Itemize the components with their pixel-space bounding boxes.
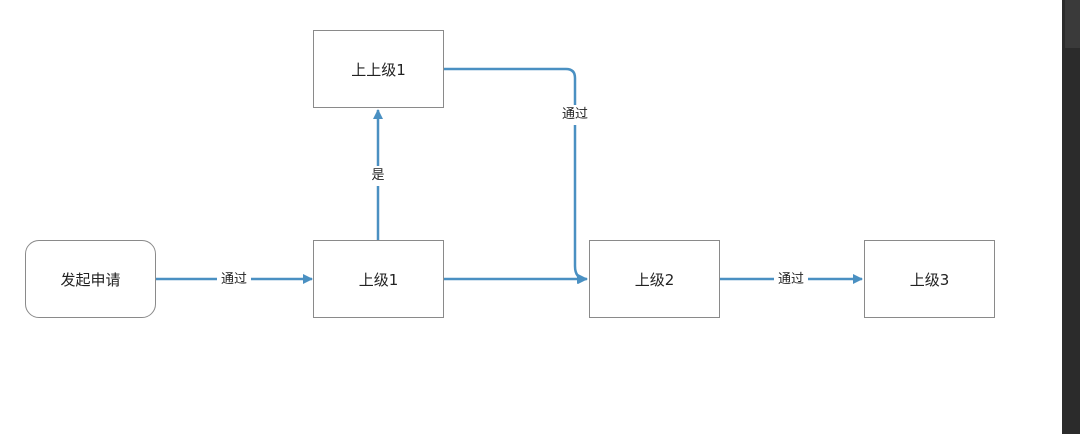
node-level1-label: 上级1 bbox=[358, 270, 399, 289]
node-level2-label: 上级2 bbox=[634, 270, 675, 289]
edge-label-level1-to-upper: 是 bbox=[367, 166, 389, 186]
node-level2: 上级2 bbox=[589, 240, 720, 318]
node-level3-label: 上级3 bbox=[909, 270, 950, 289]
node-upper-level1-label: 上上级1 bbox=[351, 60, 406, 79]
edge-label-level2-to-level3: 通过 bbox=[773, 270, 809, 290]
edge-label-start-to-level1: 通过 bbox=[216, 270, 252, 290]
node-start: 发起申请 bbox=[25, 240, 156, 318]
edge-upper-level1-to-level2 bbox=[444, 67, 587, 284]
window-edge-strip bbox=[1062, 0, 1080, 434]
edge-label-upper-to-level2: 通过 bbox=[557, 105, 593, 125]
node-start-label: 发起申请 bbox=[60, 270, 121, 289]
node-level1: 上级1 bbox=[313, 240, 444, 318]
node-upper-level1: 上上级1 bbox=[313, 30, 444, 108]
window-edge-tab bbox=[1065, 0, 1080, 48]
node-level3: 上级3 bbox=[864, 240, 995, 318]
